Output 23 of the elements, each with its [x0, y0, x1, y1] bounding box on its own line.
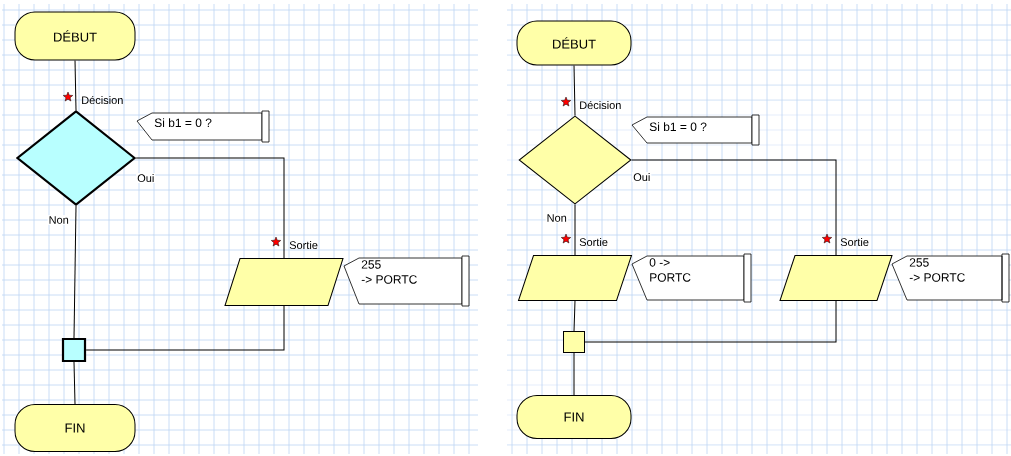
connector-line — [574, 204, 576, 256]
connector-line — [74, 60, 77, 111]
connector-line — [73, 205, 77, 339]
connector-line — [85, 305, 285, 351]
connector-line — [631, 159, 837, 256]
edge-label: Non — [545, 213, 568, 223]
connector-line — [73, 361, 76, 405]
shape-heading: Sortie — [289, 240, 318, 250]
edge-label: Oui — [136, 172, 156, 184]
shape-heading: Décision — [580, 100, 621, 110]
connector-line — [573, 65, 576, 116]
edge-label: Non — [47, 215, 70, 225]
junction-square — [61, 337, 87, 363]
connector-line — [135, 157, 285, 259]
shape-heading: Décision — [82, 95, 123, 105]
edge-label: Oui — [632, 171, 652, 183]
shape-heading: Sortie — [579, 237, 608, 247]
connector-line — [573, 300, 576, 332]
connector-line — [584, 300, 837, 343]
junction-square — [563, 331, 585, 353]
node-label: 255 -> PORTC — [909, 258, 965, 282]
shape-heading: Sortie — [840, 237, 869, 247]
connector-line — [573, 352, 575, 396]
